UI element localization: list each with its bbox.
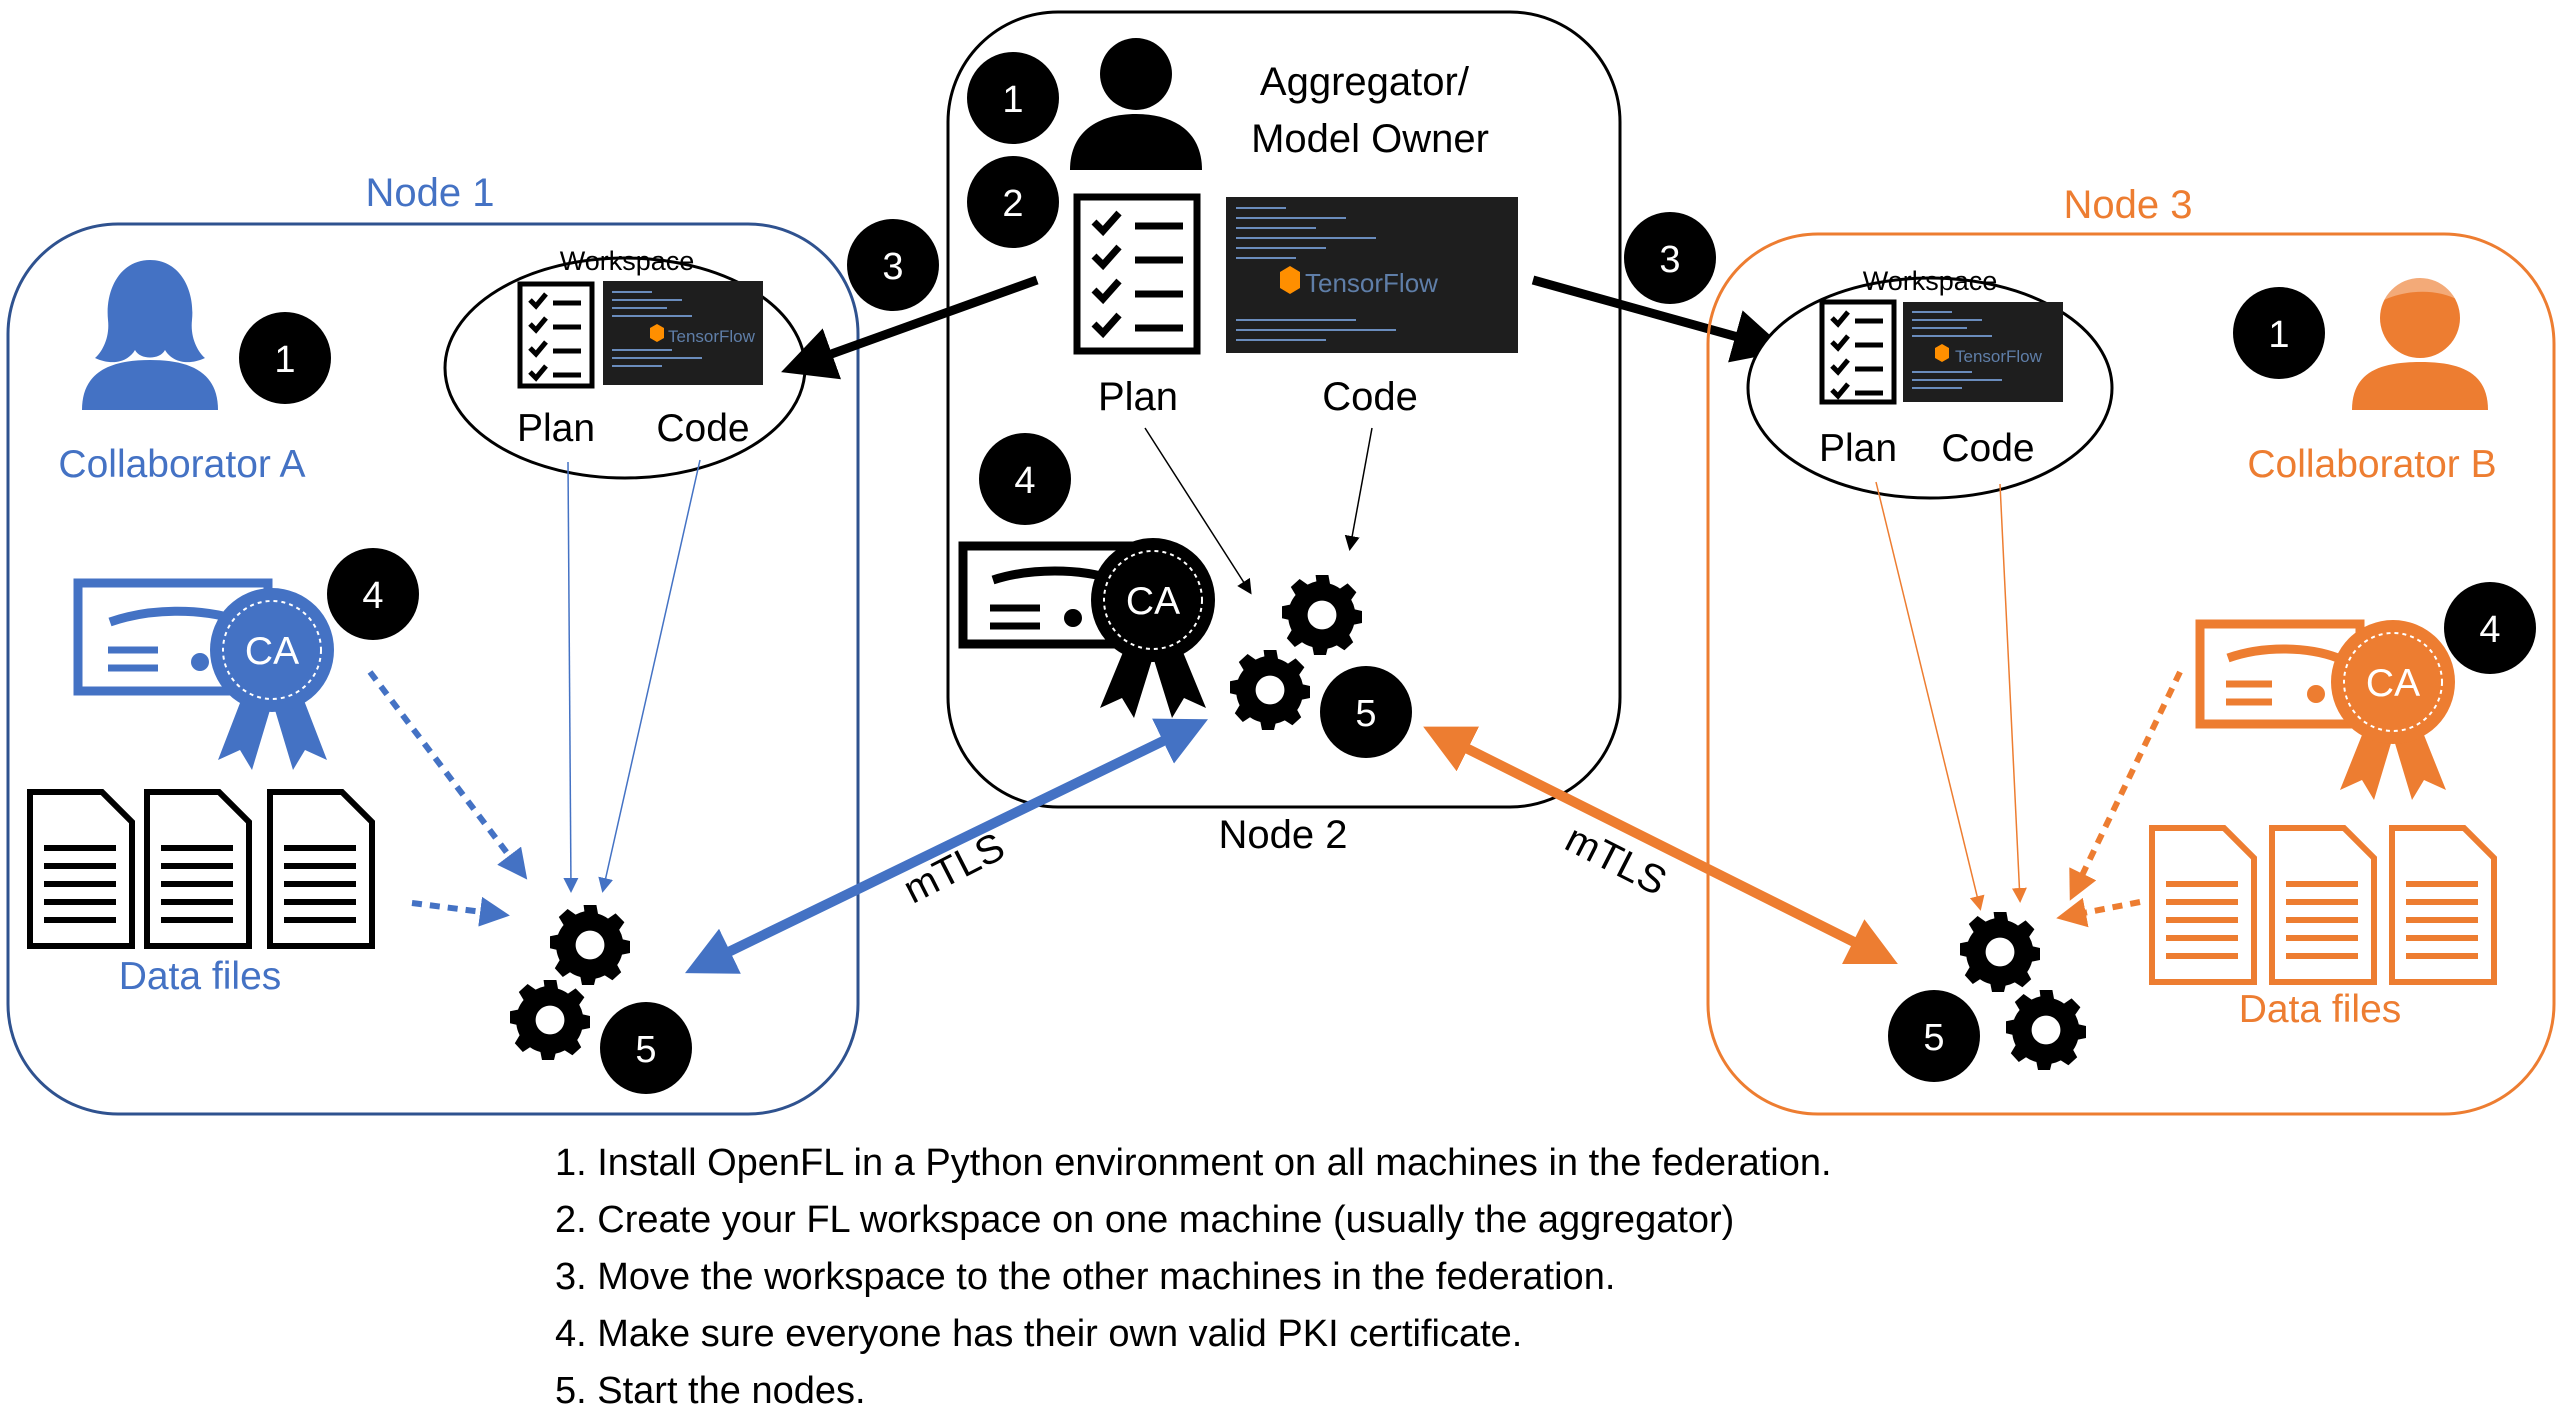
svg-text:3: 3: [1659, 239, 1680, 281]
step-item: 1. Install OpenFL in a Python environmen…: [555, 1142, 1832, 1184]
aggregator-label-line1: Aggregator/: [1260, 60, 1470, 104]
arrow-code-to-gears-node2: [1344, 427, 1373, 551]
workspace-node1-title: Workspace: [560, 246, 695, 276]
badge-step4-node3: 4: [2444, 582, 2536, 674]
collaborator-b-icon: [2352, 277, 2488, 410]
gears-icon-node3: [1960, 912, 2086, 1070]
plan-icon-node3: [1819, 299, 1897, 405]
collaborator-a-icon: [82, 260, 218, 410]
steps-list: 1. Install OpenFL in a Python environmen…: [555, 1135, 1832, 1420]
arrow-code-to-gears-node1: [598, 459, 701, 893]
badge-step4-node2: 4: [979, 433, 1071, 525]
mtls-link-node1: [685, 718, 1208, 974]
ca-label-node2: CA: [1126, 580, 1180, 623]
svg-text:4: 4: [362, 575, 383, 617]
data-files-label-node3: Data files: [2239, 988, 2402, 1031]
svg-text:1: 1: [274, 339, 295, 381]
badge-step1-node2: 1: [967, 52, 1059, 144]
svg-text:3: 3: [882, 246, 903, 288]
badge-step5-node3: 5: [1888, 990, 1980, 1082]
svg-text:1: 1: [1002, 79, 1023, 121]
ca-label-node3: CA: [2366, 662, 2420, 705]
arrow-data-to-gears-node1: [411, 896, 510, 927]
step-item: 4. Make sure everyone has their own vali…: [555, 1313, 1523, 1355]
step-item: 2. Create your FL workspace on one machi…: [555, 1199, 1735, 1241]
badge-step3-right: 3: [1624, 212, 1716, 304]
ca-label-node1: CA: [245, 630, 299, 673]
node3-box: [1706, 232, 2556, 1116]
arrow-cert-to-gears-node1: [367, 670, 528, 880]
data-files-lines-node1: [44, 845, 356, 923]
code-thumbnail-label-node3: TensorFlow: [1955, 347, 2043, 366]
svg-text:5: 5: [1355, 693, 1376, 735]
workspace-node1-plan-label: Plan: [517, 407, 595, 450]
plan-icon-node2: [1073, 193, 1201, 355]
node2-label: Node 2: [1219, 813, 1348, 857]
arrow-plan-to-gears-node2: [1144, 427, 1252, 595]
plan-icon-node1: [517, 281, 595, 389]
code-thumbnail-label-node2: TensorFlow: [1305, 268, 1438, 298]
mtls-label-node3: mTLS: [1558, 817, 1673, 905]
aggregator-label-line2: Model Owner: [1251, 117, 1489, 161]
svg-text:5: 5: [1923, 1017, 1944, 1059]
badge-step1-node3: 1: [2233, 287, 2325, 379]
badge-step3-left: 3: [847, 219, 939, 311]
arrow-workspace-to-node3: [1531, 275, 1788, 363]
arrow-code-to-gears-node3: [1999, 483, 2027, 903]
badge-step5-node2: 5: [1320, 666, 1412, 758]
arrow-plan-to-gears-node3: [1875, 481, 1985, 911]
workspace-node3-plan-label: Plan: [1819, 427, 1897, 470]
step-item: 3. Move the workspace to the other machi…: [555, 1256, 1616, 1298]
node1-box: [6, 222, 860, 1116]
arrow-workspace-to-node1: [781, 275, 1039, 380]
ca-seal-node1: CA: [210, 588, 334, 770]
collaborator-a-label: Collaborator A: [58, 443, 305, 486]
badge-step1-node1: 1: [239, 312, 331, 404]
workspace-node3-code-label: Code: [1941, 427, 2034, 470]
plan-label-node2: Plan: [1098, 375, 1178, 419]
node2-box: [946, 10, 1622, 809]
svg-text:5: 5: [635, 1029, 656, 1071]
certificate-icon-node3: [2195, 619, 2365, 729]
svg-text:4: 4: [2479, 609, 2500, 651]
node3-label: Node 3: [2064, 183, 2193, 227]
data-files-lines-node3: [2166, 881, 2478, 959]
svg-text:4: 4: [1014, 460, 1035, 502]
svg-text:2: 2: [1002, 183, 1023, 225]
collaborator-b-label: Collaborator B: [2247, 443, 2496, 486]
svg-text:1: 1: [2268, 314, 2289, 356]
ca-seal-node2: CA: [1091, 538, 1215, 718]
aggregator-person-icon: [1070, 38, 1202, 170]
mtls-link-node3: [1423, 726, 1898, 964]
code-thumbnail-node1: TensorFlow: [603, 281, 763, 385]
badge-step4-node1: 4: [327, 548, 419, 640]
aggregator-label: Aggregator/ Model Owner: [1251, 60, 1489, 161]
arrow-cert-to-gears-node3: [2069, 670, 2183, 901]
badge-step2-node2: 2: [967, 156, 1059, 248]
badge-step5-node1: 5: [600, 1002, 692, 1094]
data-files-label-node1: Data files: [119, 955, 282, 998]
code-thumbnail-node2: TensorFlow: [1226, 197, 1518, 353]
code-thumbnail-label-node1: TensorFlow: [668, 327, 756, 346]
arrow-plan-to-gears-node1: [563, 461, 579, 893]
ca-seal-node3: CA: [2331, 620, 2455, 800]
code-thumbnail-node3: TensorFlow: [1903, 302, 2063, 402]
step-item: 5. Start the nodes.: [555, 1370, 866, 1412]
arrow-data-to-gears-node3: [2056, 897, 2141, 928]
code-label-node2: Code: [1322, 375, 1418, 419]
node1-label: Node 1: [366, 171, 495, 215]
workspace-node3-title: Workspace: [1863, 266, 1998, 296]
workspace-node1-code-label: Code: [656, 407, 749, 450]
